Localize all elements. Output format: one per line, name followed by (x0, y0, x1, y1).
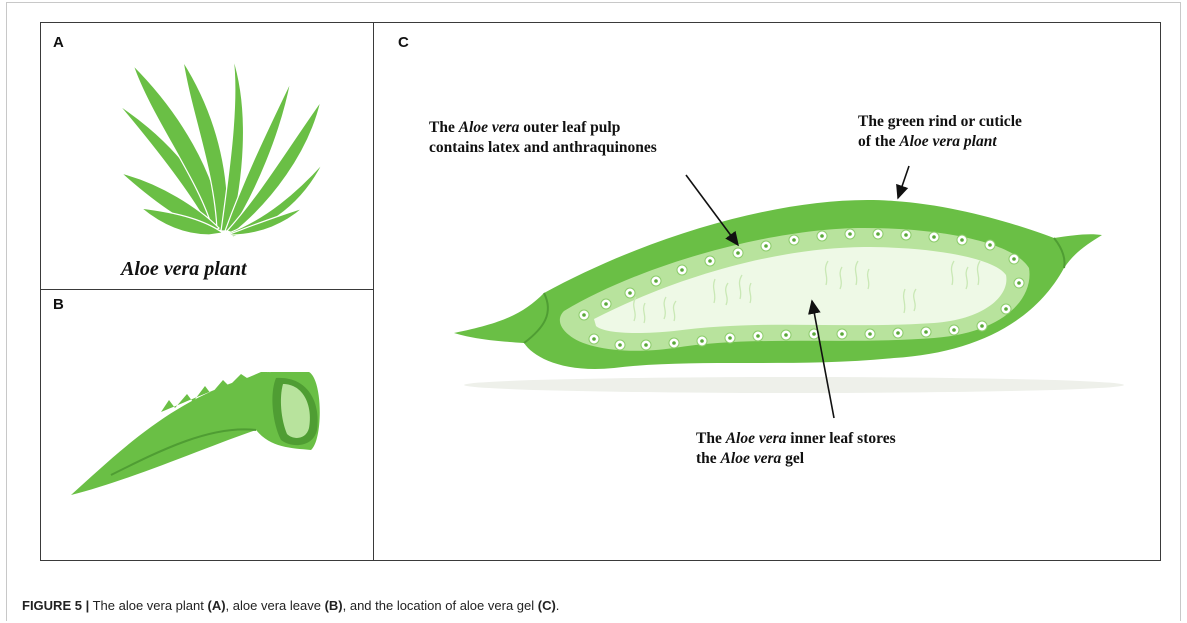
panel-b: B (40, 289, 374, 561)
label-inner-gel: The Aloe vera inner leaf stores the Aloe… (696, 429, 896, 469)
aloe-leaf-illustration (41, 290, 375, 562)
panel-a: A Aloe vera plant (40, 22, 374, 290)
figure-caption: FIGURE 5 | The aloe vera plant (A), aloe… (22, 598, 559, 613)
label-rind: The green rind or cuticle of the Aloe ve… (858, 112, 1022, 152)
figure-label: FIGURE 5 | (22, 598, 89, 613)
panel-c: C (373, 22, 1161, 561)
plant-caption: Aloe vera plant (121, 258, 247, 281)
arrow-rind (898, 166, 909, 198)
label-outer-pulp: The Aloe vera outer leaf pulp contains l… (429, 118, 657, 158)
leaf-cross-section (374, 23, 1162, 562)
aloe-plant-illustration (41, 23, 375, 291)
